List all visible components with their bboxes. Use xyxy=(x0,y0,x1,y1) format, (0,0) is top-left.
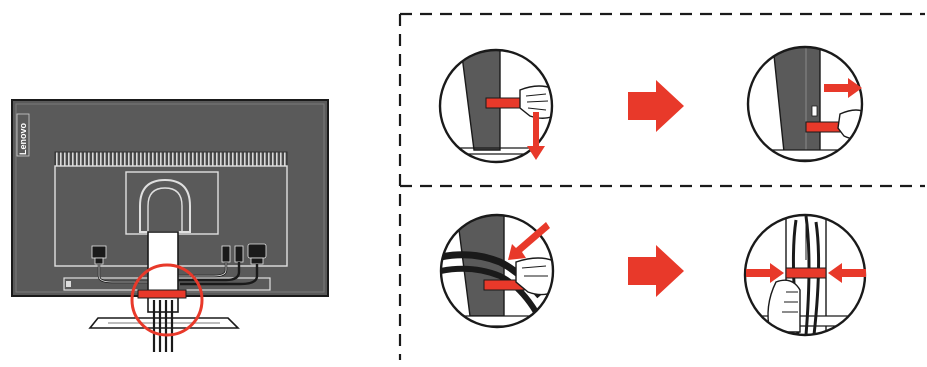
step-1-pull-strap xyxy=(430,40,560,162)
step-arrow-right-icon-2 xyxy=(628,245,684,297)
monitor-back-view: Lenovo xyxy=(12,100,328,352)
step-4-fasten-strap xyxy=(744,205,866,335)
step-2-slide-strap xyxy=(740,36,870,161)
strap-piece xyxy=(786,268,826,278)
dp-port-icon xyxy=(235,246,243,262)
brand-logo-text: Lenovo xyxy=(18,122,28,155)
vga-port-icon xyxy=(248,244,266,258)
red-cable-strap xyxy=(138,290,186,298)
step-3-wrap-strap xyxy=(430,206,560,327)
stand-neck xyxy=(148,232,178,312)
hdmi-port-icon xyxy=(222,246,230,262)
power-port-icon xyxy=(92,246,106,258)
vent-grill xyxy=(55,152,287,166)
hand-icon xyxy=(520,86,560,118)
step-arrow-right-icon-1 xyxy=(628,80,684,132)
